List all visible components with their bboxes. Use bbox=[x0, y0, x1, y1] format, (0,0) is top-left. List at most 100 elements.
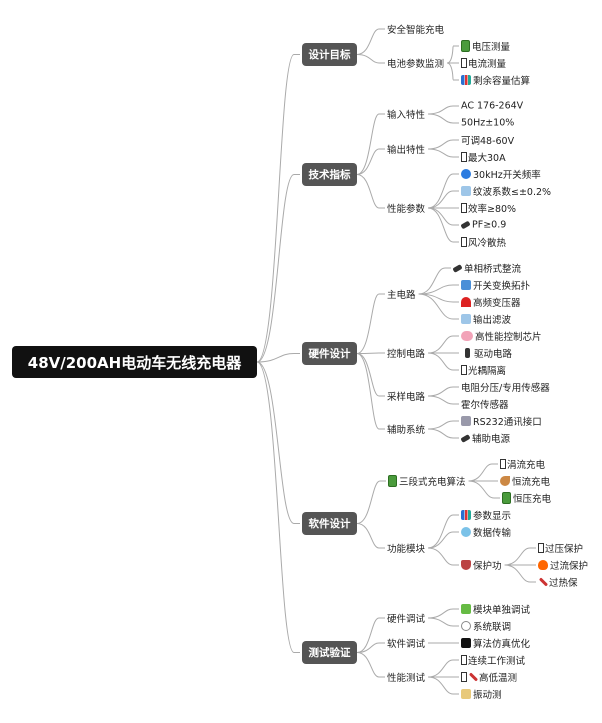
topic-label: 三段式充电算法 bbox=[399, 477, 466, 488]
topic-node[interactable]: 辅助电源 bbox=[460, 431, 511, 445]
connector-line bbox=[418, 267, 451, 295]
topic-label: 参数显示 bbox=[473, 511, 512, 522]
topic-node[interactable]: 高性能控制芯片 bbox=[461, 329, 542, 343]
topic-label: 功能模块 bbox=[387, 544, 426, 555]
topic-node[interactable]: 电阻分压/专用传感器 bbox=[461, 380, 550, 394]
topic-node[interactable]: 安全智能充电 bbox=[387, 22, 444, 36]
topic-node[interactable]: 性能参数 bbox=[387, 201, 425, 215]
topic-node[interactable]: 主电路 bbox=[387, 287, 416, 301]
topic-node[interactable]: 软件调试 bbox=[387, 636, 425, 650]
topic-label: RS232通讯接口 bbox=[473, 417, 542, 428]
topic-node[interactable]: 霍尔传感器 bbox=[461, 397, 509, 411]
topic-node[interactable]: 硬件调试 bbox=[387, 611, 425, 625]
topic-node[interactable]: 功能模块 bbox=[387, 541, 425, 555]
connector-line bbox=[428, 420, 459, 430]
fire-icon bbox=[538, 560, 548, 570]
topic-label: 高频变压器 bbox=[473, 298, 521, 309]
topic-node[interactable]: 电压测量 bbox=[461, 39, 510, 53]
branch-node[interactable]: 技术指标 bbox=[302, 163, 357, 186]
topic-label: 驱动电路 bbox=[474, 349, 513, 360]
topic-label: 效率≥80% bbox=[468, 204, 517, 215]
branch-node[interactable]: 测试验证 bbox=[302, 641, 357, 664]
topic-node[interactable]: 高频变压器 bbox=[461, 295, 521, 309]
topic-node[interactable]: 系统联调 bbox=[461, 619, 511, 633]
topic-node[interactable]: 数据传输 bbox=[461, 525, 511, 539]
plug-icon bbox=[460, 220, 471, 230]
topic-node[interactable]: 输出滤波 bbox=[461, 312, 511, 326]
puzzle-icon bbox=[461, 604, 471, 614]
topic-label: 辅助系统 bbox=[387, 425, 426, 436]
topic-node[interactable]: 恒压充电 bbox=[502, 491, 551, 505]
branch-node[interactable]: 硬件设计 bbox=[302, 342, 357, 365]
thermometer-icon bbox=[538, 577, 549, 587]
topic-node[interactable]: 模块单独调试 bbox=[461, 602, 530, 616]
connector-line bbox=[427, 207, 459, 226]
topic-label: 过流保护 bbox=[550, 561, 589, 572]
topic-node[interactable]: 输出特性 bbox=[387, 142, 425, 156]
topic-node[interactable]: AC 176-264V bbox=[461, 101, 523, 112]
topic-node[interactable]: 剩余容量估算 bbox=[461, 73, 530, 87]
topic-node[interactable]: 过热保 bbox=[538, 575, 578, 589]
connector-line bbox=[428, 428, 459, 439]
magnet-icon bbox=[461, 297, 471, 307]
battery-icon bbox=[502, 492, 511, 504]
connector-line bbox=[356, 353, 385, 430]
branch-node[interactable]: 软件设计 bbox=[302, 512, 357, 535]
thermometer-icon bbox=[468, 672, 479, 682]
topic-node[interactable]: PF≥0.9 bbox=[460, 220, 506, 231]
topic-label: 霍尔传感器 bbox=[461, 400, 509, 411]
connector-line bbox=[427, 531, 459, 549]
branch-node[interactable]: 设计目标 bbox=[302, 43, 357, 66]
topic-node[interactable]: 输入特性 bbox=[387, 107, 425, 121]
chart-icon bbox=[461, 75, 471, 85]
topic-node[interactable]: 涓流充电 bbox=[500, 457, 545, 471]
topic-node[interactable]: 光耦隔离 bbox=[461, 363, 506, 377]
topic-node[interactable]: 恒流充电 bbox=[500, 474, 550, 488]
topic-label: 恒流充电 bbox=[512, 477, 551, 488]
connector-line bbox=[256, 361, 300, 653]
topic-node[interactable]: 电流测量 bbox=[461, 56, 506, 70]
connector-line bbox=[256, 174, 300, 363]
topic-node[interactable]: 最大30A bbox=[461, 150, 506, 164]
topic-node[interactable]: 三段式充电算法 bbox=[388, 474, 466, 488]
topic-node[interactable]: 算法仿真优化 bbox=[461, 636, 530, 650]
connector-line bbox=[468, 480, 500, 499]
topic-label: 30kHz开关频率 bbox=[473, 170, 541, 181]
topic-node[interactable]: 高低温测 bbox=[461, 670, 517, 684]
topic-node[interactable]: 30kHz开关频率 bbox=[461, 167, 541, 181]
topic-label: 数据传输 bbox=[473, 528, 512, 539]
topic-node[interactable]: 纹波系数≤±0.2% bbox=[461, 184, 551, 198]
topic-node[interactable]: 连续工作测试 bbox=[461, 653, 525, 667]
topic-node[interactable]: 可调48-60V bbox=[461, 133, 514, 147]
topic-node[interactable]: 电池参数监测 bbox=[387, 56, 444, 70]
topic-node[interactable]: 单相桥式整流 bbox=[452, 261, 522, 275]
topic-node[interactable]: 效率≥80% bbox=[461, 201, 516, 215]
link-icon bbox=[461, 621, 471, 631]
topic-node[interactable]: 过流保护 bbox=[538, 558, 588, 572]
topic-label: 可调48-60V bbox=[461, 136, 515, 147]
topic-label: 剩余容量估算 bbox=[473, 76, 531, 87]
topic-node[interactable]: 风冷散热 bbox=[461, 235, 506, 249]
connector-line bbox=[356, 523, 385, 549]
topic-node[interactable]: 性能测试 bbox=[387, 670, 425, 684]
topic-node[interactable]: 过压保护 bbox=[538, 541, 583, 555]
topic-node[interactable]: 辅助系统 bbox=[387, 422, 425, 436]
topic-node[interactable]: 参数显示 bbox=[461, 508, 511, 522]
connector-line bbox=[356, 113, 385, 175]
satellite-icon bbox=[461, 416, 471, 426]
topic-node[interactable]: 保护功 bbox=[461, 558, 502, 572]
root-node[interactable]: 48V/200AH电动车无线充电器 bbox=[12, 346, 257, 378]
topic-node[interactable]: 振动测 bbox=[461, 687, 502, 701]
topic-label: 单相桥式整流 bbox=[464, 264, 522, 275]
connector-line bbox=[428, 386, 459, 397]
topic-label: 辅助电源 bbox=[472, 434, 511, 445]
topic-node[interactable]: 开关变换拓扑 bbox=[461, 278, 530, 292]
topic-node[interactable]: 50Hz±10% bbox=[461, 118, 514, 129]
topic-label: 电池参数监测 bbox=[387, 59, 445, 70]
topic-node[interactable]: RS232通讯接口 bbox=[461, 414, 542, 428]
topic-node[interactable]: 控制电路 bbox=[387, 346, 425, 360]
topic-node[interactable]: 采样电路 bbox=[387, 389, 425, 403]
topic-node[interactable]: 驱动电路 bbox=[461, 346, 512, 360]
connector-line bbox=[356, 617, 385, 653]
